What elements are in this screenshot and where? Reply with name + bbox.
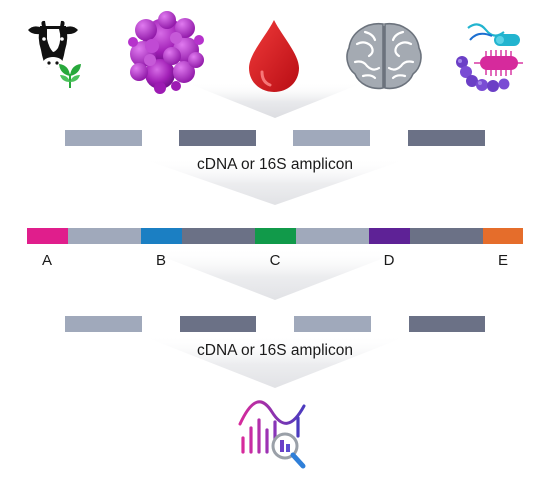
barcode-label-c: C <box>269 252 281 269</box>
stage2-fragment-3 <box>294 316 371 332</box>
stage2-fragment-4 <box>409 316 485 332</box>
fragment-c <box>296 228 369 244</box>
funnel-upper-mid <box>140 158 410 205</box>
plant-sprout-icon <box>59 64 81 88</box>
fragment-a <box>68 228 141 244</box>
stage1-fragment-3 <box>293 130 370 146</box>
funnel-lower-mid <box>140 248 410 300</box>
cell-cluster-icon <box>128 11 204 94</box>
fragment-d <box>410 228 483 244</box>
stage2-fragment-2 <box>180 316 256 332</box>
barcode-b <box>141 228 182 244</box>
sequencing-analysis-icon <box>238 400 306 469</box>
barcode-label-d: D <box>383 252 395 269</box>
brain-icon <box>346 23 422 90</box>
stage2-caption: cDNA or 16S amplicon <box>197 342 353 359</box>
barcoded-library-row <box>27 228 523 244</box>
barcode-d <box>369 228 410 244</box>
barcode-label-e: E <box>497 252 509 269</box>
barcode-label-a: A <box>41 252 53 269</box>
funnel-bottom <box>140 335 410 388</box>
barcode-label-b: B <box>155 252 167 269</box>
cow-icon <box>28 20 78 69</box>
bacteria-icon <box>456 23 523 92</box>
barcode-c <box>255 228 296 244</box>
stage1-caption: cDNA or 16S amplicon <box>197 156 353 173</box>
stage1-fragment-2 <box>179 130 256 146</box>
barcode-a <box>27 228 68 244</box>
funnel-top <box>185 82 365 118</box>
stage1-fragment-1 <box>65 130 142 146</box>
blood-drop-icon <box>249 20 299 92</box>
stage1-fragment-4 <box>408 130 485 146</box>
barcode-e <box>483 228 523 244</box>
stage2-fragment-1 <box>65 316 142 332</box>
fragment-b <box>182 228 255 244</box>
